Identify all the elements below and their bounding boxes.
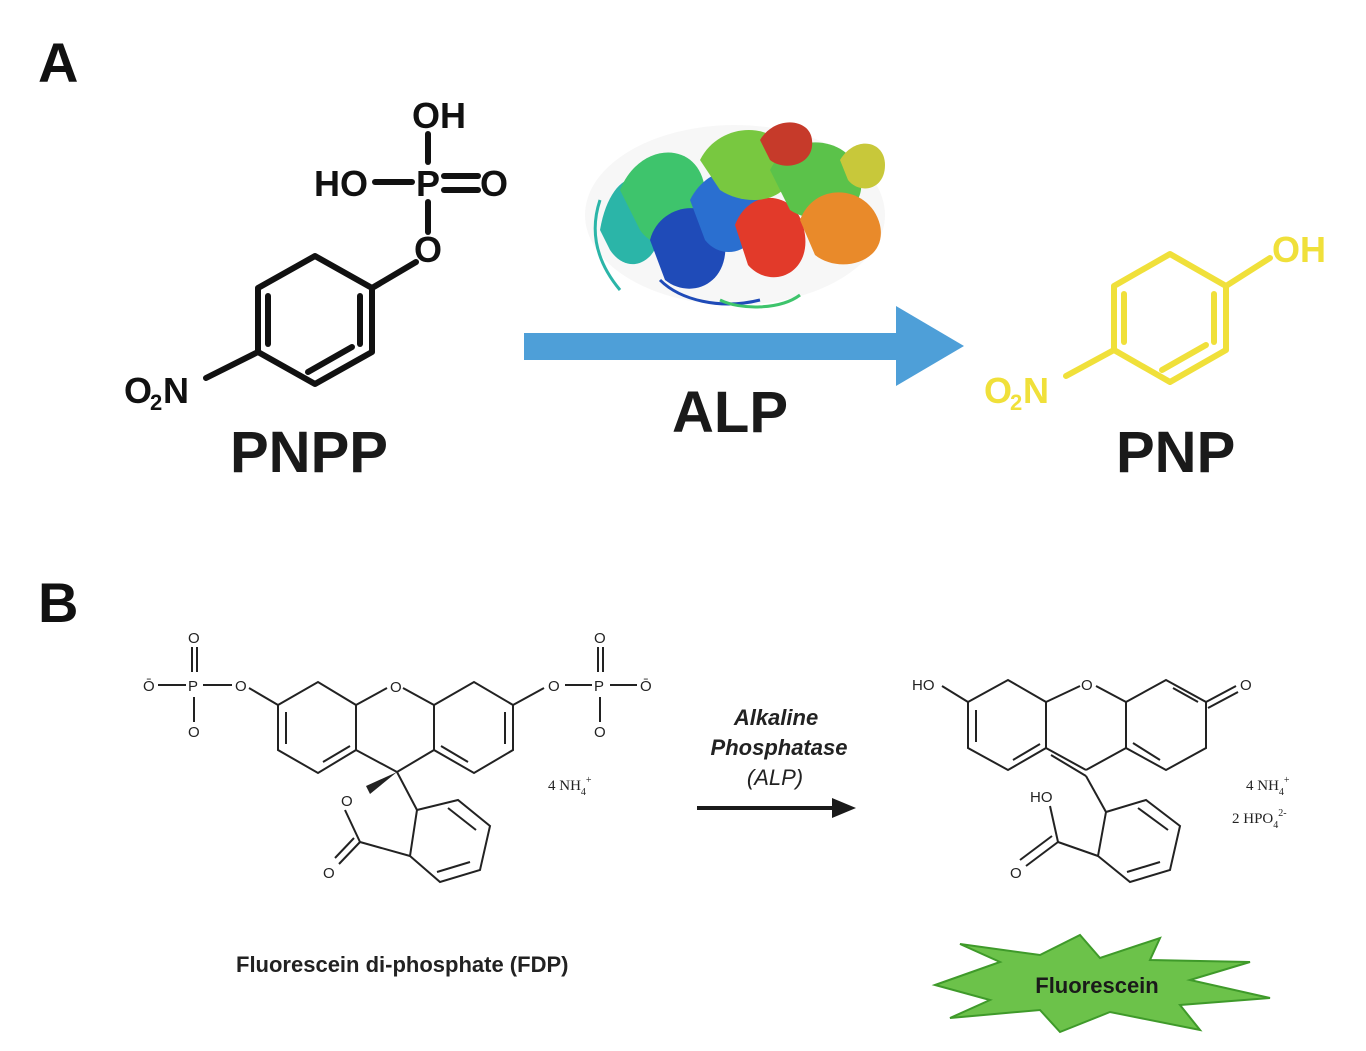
pnp-label: PNP [1116, 420, 1235, 485]
pnp-oh-label: OH [1272, 229, 1326, 270]
pnpp-no2-subscript: 2 [150, 390, 162, 415]
arrow-a-shaft [524, 333, 900, 360]
pnpp-oh-label: OH [412, 95, 466, 136]
enzyme-b-line2: Phosphatase [711, 735, 848, 760]
fdp-o-bottom-right: O [594, 724, 606, 741]
fdp-o-lactone: O [341, 793, 353, 810]
fluorescein-structure [941, 678, 1239, 884]
alp-protein-structure [585, 122, 885, 309]
alp-label: ALP [672, 380, 788, 445]
pnp-no2-n: N [1023, 370, 1049, 411]
panel-b-letter: B [38, 571, 78, 634]
pnp-no2-o: O [984, 370, 1012, 411]
panel-a-letter: A [38, 31, 78, 94]
fluorescein-o-carbonyl: O [1240, 677, 1252, 694]
fluorescein-burst [931, 933, 1271, 1034]
enzyme-b-line1: Alkaline [733, 705, 818, 730]
pnpp-label: PNPP [230, 420, 388, 485]
fluorescein-ho-label: HO [912, 677, 935, 694]
enzyme-b-line3: (ALP) [747, 765, 803, 790]
burst-shape [931, 933, 1271, 1034]
reaction-arrow-b [697, 798, 856, 818]
fdp-o-minus-left: Ō [143, 678, 155, 695]
fdp-o-top-right: O [594, 630, 606, 647]
pnp-no2-subscript: 2 [1010, 390, 1022, 415]
fdp-p-left: P [188, 678, 198, 695]
pnpp-no2-n: N [163, 370, 189, 411]
pnpp-no2-o: O [124, 370, 152, 411]
reaction-arrow-a [524, 306, 964, 386]
fdp-o-bottom-left: O [188, 724, 200, 741]
pnpp-structure [203, 131, 481, 387]
fluorescein-o-xanthene: O [1081, 677, 1093, 694]
arrow-a-head [896, 306, 964, 386]
fdp-o-ester-left: O [235, 678, 247, 695]
fluorescein-counterion-nh4: 4 NH4+ [1246, 775, 1290, 798]
fdp-o-carbonyl: O [323, 865, 335, 882]
fdp-o-top-left: O [188, 630, 200, 647]
pnpp-o-ester-label: O [414, 229, 442, 270]
pnpp-p-label: P [416, 163, 440, 204]
fdp-o-minus-right: Ō [640, 678, 652, 695]
fdp-o-ester-right: O [548, 678, 560, 695]
pnpp-ho-label: HO [314, 163, 368, 204]
fdp-structure [158, 647, 637, 884]
pnp-structure [1063, 251, 1273, 385]
fdp-p-right: P [594, 678, 604, 695]
fluorescein-counterion-hpo4: 2 HPO42- [1232, 808, 1287, 831]
fdp-caption: Fluorescein di-phosphate (FDP) [236, 952, 568, 977]
fdp-counterion: 4 NH4+ [548, 775, 592, 798]
fdp-o-xanthene: O [390, 679, 402, 696]
fluorescein-ho-acid: HO [1030, 789, 1053, 806]
fdp-wedge-bond [366, 772, 397, 794]
fluorescein-label: Fluorescein [1035, 973, 1158, 998]
fluorescein-o-acid: O [1010, 865, 1022, 882]
pnpp-o-double-label: O [480, 163, 508, 204]
